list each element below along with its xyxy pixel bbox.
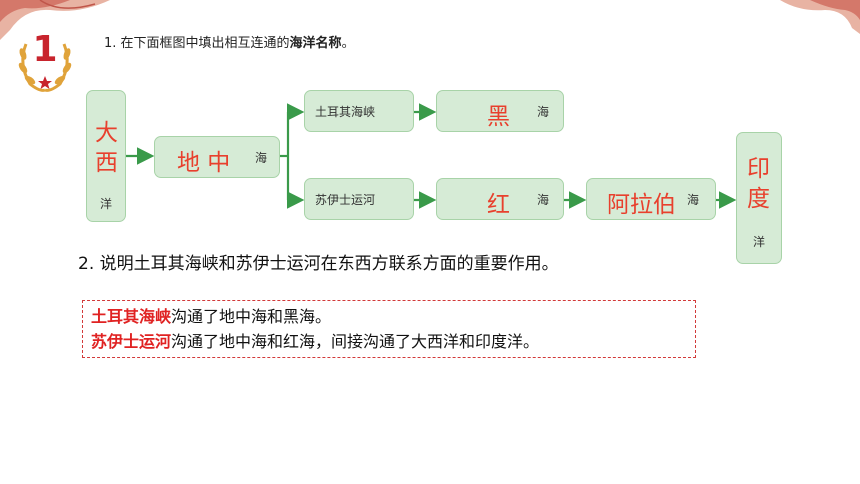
ocean-connection-diagram: 大 西 洋 地 中 海 土耳其海峡 黑 海 苏伊士运河 红 海 阿拉伯 海 印 …	[68, 72, 800, 272]
corner-decoration-right	[780, 0, 860, 34]
mediterranean-suffix: 海	[255, 151, 268, 165]
arrows-layer	[126, 103, 737, 209]
black-sea-suffix: 海	[537, 105, 550, 119]
atlantic-char-2: 西	[95, 150, 118, 176]
turkish-straits-label: 土耳其海峡	[315, 105, 376, 119]
atlantic-char-1: 大	[95, 120, 118, 146]
arabian-sea-suffix: 海	[687, 193, 700, 207]
mediterranean-name: 地 中	[177, 150, 231, 176]
suez-canal-label: 苏伊士运河	[315, 193, 376, 207]
answer-line-1-text: 沟通了地中海和黑海。	[171, 307, 332, 326]
slide-number-badge: 1	[14, 24, 76, 94]
box-red-sea: 红 海	[436, 178, 564, 220]
answer-line-1-highlight: 土耳其海峡	[91, 307, 172, 326]
laurel-icon	[18, 43, 72, 92]
red-sea-name: 红	[487, 192, 510, 218]
answer-line-2-highlight: 苏伊士运河	[91, 332, 172, 351]
arabian-sea-name: 阿拉伯	[607, 192, 676, 218]
answer-line-1: 土耳其海峡沟通了地中海和黑海。	[91, 304, 687, 329]
indian-char-2: 度	[747, 186, 770, 212]
question-2: 2. 说明土耳其海峡和苏伊士运河在东西方联系方面的重要作用。	[62, 246, 690, 282]
red-sea-suffix: 海	[537, 193, 550, 207]
question-1-bold: 海洋名称	[289, 36, 342, 51]
answer-line-2-text: 沟通了地中海和红海，间接沟通了大西洋和印度洋。	[171, 332, 540, 351]
slide-number: 1	[32, 29, 58, 70]
box-atlantic: 大 西 洋	[86, 90, 126, 222]
answer-box: 土耳其海峡沟通了地中海和黑海。 苏伊士运河沟通了地中海和红海，间接沟通了大西洋和…	[82, 300, 696, 358]
indian-suffix: 洋	[753, 235, 766, 249]
box-arabian-sea: 阿拉伯 海	[586, 178, 716, 220]
box-indian-ocean: 印 度 洋	[736, 132, 782, 264]
answer-line-2: 苏伊士运河沟通了地中海和红海，间接沟通了大西洋和印度洋。	[91, 329, 687, 354]
question-1-suffix: 。	[341, 36, 355, 51]
atlantic-suffix: 洋	[100, 197, 113, 211]
corner-decoration-left	[0, 0, 110, 40]
box-turkish-straits: 土耳其海峡	[304, 90, 414, 132]
question-1: 1. 在下面框图中填出相互连通的海洋名称。	[104, 32, 355, 51]
box-suez-canal: 苏伊士运河	[304, 178, 414, 220]
box-mediterranean: 地 中 海	[154, 136, 280, 178]
indian-char-1: 印	[747, 156, 770, 182]
black-sea-name: 黑	[487, 104, 510, 130]
question-1-prefix: 1. 在下面框图中填出相互连通的	[104, 36, 290, 51]
box-black-sea: 黑 海	[436, 90, 564, 132]
